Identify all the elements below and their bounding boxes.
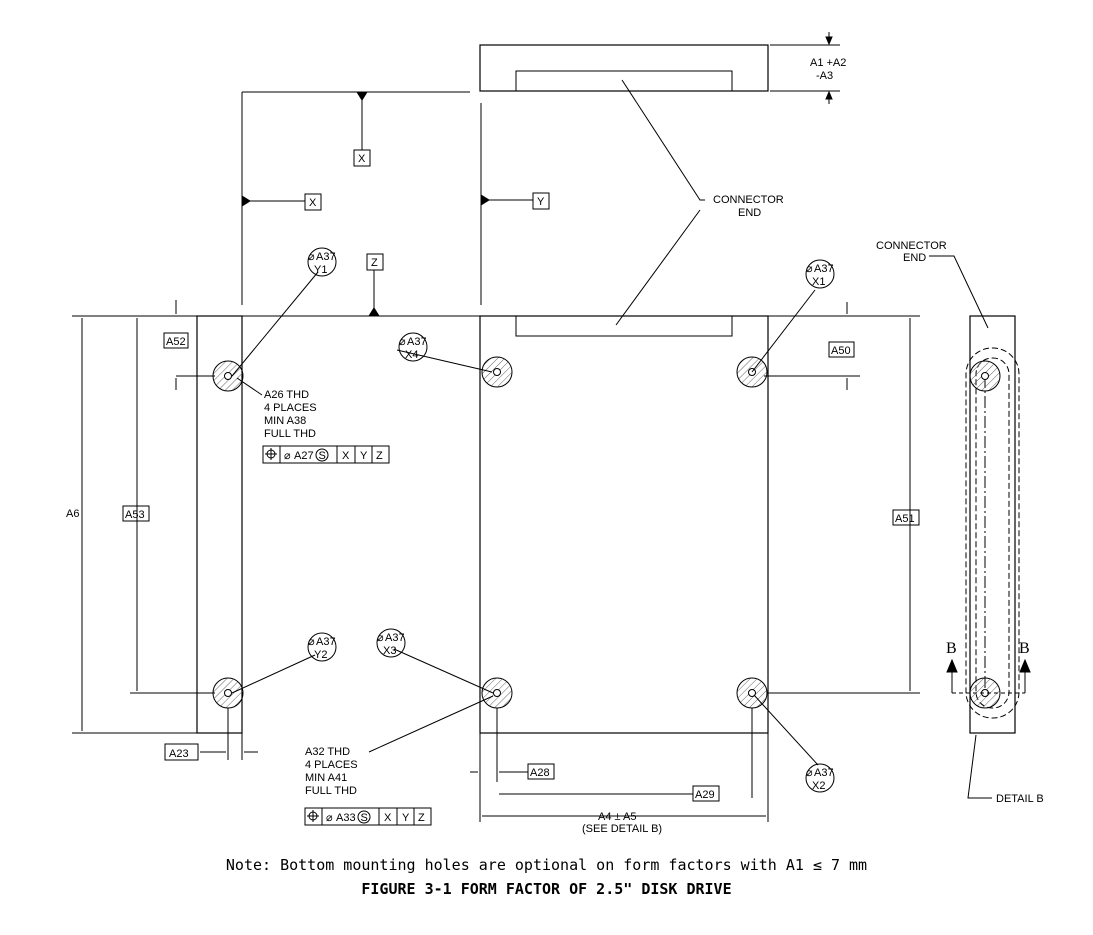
diameter-symbol: ⌀ (308, 636, 315, 648)
dim-a51: A51 (895, 513, 915, 525)
fcf-top-datum-z: Z (376, 450, 383, 462)
detail-b-label: DETAIL B (996, 793, 1044, 805)
dimension-boxes (122, 332, 920, 802)
note-a32-thd: A32 THD (305, 746, 350, 758)
note-min-a38: MIN A38 (264, 415, 306, 427)
label-connector-end-detail-2: END (903, 252, 926, 264)
label-a37-x4: A37 (407, 336, 427, 348)
fcf-bottom-datum-z: Z (418, 812, 425, 824)
dim-a29: A29 (695, 789, 715, 801)
drawing-labels: A1 +A2 -A3 CONNECTOR END CONNECTOR END X… (66, 57, 1044, 835)
label-a37-x3: A37 (385, 632, 405, 644)
label-a37-y1: A37 (316, 251, 336, 263)
note-min-a41: MIN A41 (305, 772, 347, 784)
dim-a23: A23 (169, 748, 189, 760)
front-view (470, 302, 920, 822)
diameter-symbol: ⌀ (326, 812, 333, 824)
datum-lines (183, 91, 533, 317)
label-a37-x2: A37 (814, 767, 834, 779)
datum-z-label: Z (371, 257, 378, 269)
dim-a28: A28 (530, 767, 550, 779)
feature-control-frames (262, 445, 432, 826)
figure-title: FIGURE 3-1 FORM FACTOR OF 2.5" DISK DRIV… (361, 880, 732, 898)
label-y2: Y2 (314, 649, 327, 661)
label-a3: -A3 (816, 70, 833, 82)
diameter-symbol: ⌀ (308, 251, 315, 263)
fcf-top-modifier: S (319, 450, 326, 462)
dim-a4-a5: A4 ± A5 (598, 811, 636, 823)
label-x3: X3 (383, 645, 396, 657)
end-view (479, 32, 840, 104)
dim-a50: A50 (831, 345, 851, 357)
see-detail-b: (SEE DETAIL B) (582, 823, 662, 835)
fcf-bottom-datum-y: Y (402, 812, 410, 824)
datum-y-box (532, 192, 550, 210)
datum-x-box (353, 149, 371, 167)
note-full-thd-top: FULL THD (264, 428, 316, 440)
label-connector-end: CONNECTOR (713, 194, 784, 206)
datum-x-label: X (358, 153, 366, 165)
detail-b-view (946, 315, 1031, 799)
datum-z-box (366, 253, 384, 271)
dim-a53: A53 (125, 509, 145, 521)
label-x1: X1 (812, 276, 825, 288)
label-a37-x1: A37 (814, 263, 834, 275)
fcf-top-value: A27 (294, 450, 314, 462)
diameter-symbol: ⌀ (377, 632, 384, 644)
label-a37-y2: A37 (316, 636, 336, 648)
label-connector-end-detail: CONNECTOR (876, 240, 947, 252)
diameter-symbol: ⌀ (284, 450, 291, 462)
leader-lines (231, 79, 989, 766)
fcf-top-datum-y: Y (360, 450, 368, 462)
hole-callout-bubbles (307, 247, 835, 793)
label-x4: X4 (405, 349, 418, 361)
section-b-right: B (1019, 640, 1030, 657)
fcf-bottom-modifier: S (361, 812, 368, 824)
label-x2: X2 (812, 780, 825, 792)
label-a1-a2: A1 +A2 (810, 57, 846, 69)
diameter-symbol: ⌀ (806, 263, 813, 275)
dim-a6: A6 (66, 508, 79, 520)
datum-x-label-left: X (309, 197, 317, 209)
diameter-symbol: ⌀ (399, 336, 406, 348)
label-connector-end-2: END (738, 207, 761, 219)
fcf-top-datum-x: X (342, 450, 350, 462)
label-y1: Y1 (314, 264, 327, 276)
note-four-places-top: 4 PLACES (264, 402, 317, 414)
datum-y-label: Y (537, 196, 545, 208)
section-b-left: B (946, 640, 957, 657)
drawing-note: Note: Bottom mounting holes are optional… (225, 856, 868, 874)
form-factor-drawing: A1 +A2 -A3 CONNECTOR END CONNECTOR END X… (66, 32, 1044, 835)
fcf-bottom-value: A33 (336, 812, 356, 824)
side-view-left (72, 300, 258, 760)
diameter-symbol: ⌀ (806, 767, 813, 779)
note-full-thd-bottom: FULL THD (305, 785, 357, 797)
note-four-places-bottom: 4 PLACES (305, 759, 358, 771)
fcf-bottom-datum-x: X (384, 812, 392, 824)
note-a26-thd: A26 THD (264, 389, 309, 401)
datum-x-box-left (304, 193, 322, 211)
dim-a52: A52 (166, 336, 186, 348)
